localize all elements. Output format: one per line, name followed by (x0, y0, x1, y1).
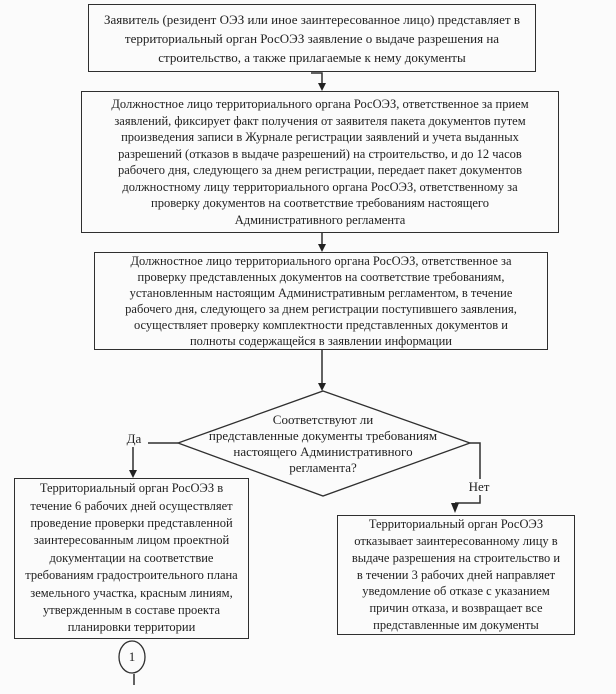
arrow-start-to-register-head (318, 83, 326, 91)
no-branch-arrowhead (451, 503, 459, 513)
no-branch-line (455, 442, 481, 504)
approved-node: Территориальный орган РосОЭЗ в течение 6… (14, 478, 249, 639)
arrow-register-to-verify-head (318, 244, 326, 252)
yes-branch-arrowhead (129, 470, 137, 478)
arrow-verify-to-decision-head (318, 383, 326, 391)
offpage-connector-circle (118, 640, 146, 674)
start-node: Заявитель (резидент ОЭЗ или иное заинтер… (88, 4, 536, 72)
no-branch-label: Нет (462, 479, 496, 495)
decision-diamond-outline (176, 390, 472, 497)
yes-branch-label: Да (120, 431, 148, 447)
offpage-connector-number: 1 (128, 649, 136, 664)
arrow-start-to-register-line (311, 72, 323, 84)
verify-node: Должностное лицо территориального органа… (94, 252, 548, 350)
decision-node-text: Соответствуют ли представленные документ… (208, 412, 438, 475)
register-node: Должностное лицо территориального органа… (81, 91, 559, 233)
rejected-node: Территориальный орган РосОЭЗ отказывает … (337, 515, 575, 635)
